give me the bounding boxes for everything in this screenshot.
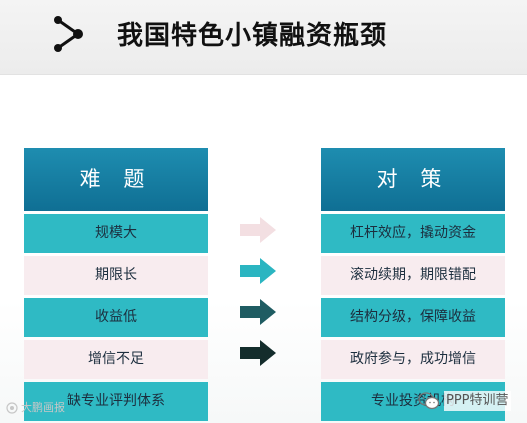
watermark-right: PPP特训营 bbox=[418, 391, 511, 411]
arrow-shape bbox=[240, 340, 276, 366]
difficulty-item: 增信不足 bbox=[24, 340, 208, 379]
solution-item: 结构分级，保障收益 bbox=[321, 298, 505, 337]
difficulty-item: 缺专业评判体系 bbox=[24, 382, 208, 421]
solutions-header: 对 策 bbox=[321, 148, 505, 211]
watermark-left: 大鹏画报 bbox=[6, 398, 65, 418]
arrow-shape bbox=[240, 258, 276, 284]
watermark-left-text: 大鹏画报 bbox=[21, 401, 65, 414]
solution-item: 政府参与，成功增信 bbox=[321, 340, 505, 379]
solution-item: 滚动续期，期限错配 bbox=[321, 256, 505, 295]
difficulty-item: 收益低 bbox=[24, 298, 208, 337]
solutions-column: 对 策 杠杆效应，撬动资金 滚动续期，期限错配 结构分级，保障收益 政府参与，成… bbox=[321, 148, 505, 421]
watermark-logo-icon bbox=[6, 402, 18, 414]
page-title: 我国特色小镇融资瓶颈 bbox=[117, 21, 388, 51]
arrow-right-icon bbox=[240, 217, 276, 243]
header-bar: 我国特色小镇融资瓶颈 bbox=[0, 0, 527, 75]
difficulties-column: 难 题 规模大 期限长 收益低 增信不足 缺专业评判体系 bbox=[24, 148, 208, 421]
difficulties-header: 难 题 bbox=[24, 148, 208, 211]
arrow-shape bbox=[240, 217, 276, 243]
solution-item: 杠杆效应，撬动资金 bbox=[321, 214, 505, 253]
arrow-shape bbox=[240, 299, 276, 325]
arrow-right-icon bbox=[240, 299, 276, 325]
watermark-right-text: PPP特训营 bbox=[444, 391, 511, 411]
difficulty-item: 规模大 bbox=[24, 214, 208, 253]
arrow-right-icon bbox=[240, 258, 276, 284]
wechat-icon bbox=[418, 392, 440, 410]
share-network-icon bbox=[54, 16, 83, 52]
difficulty-item: 期限长 bbox=[24, 256, 208, 295]
arrow-right-icon bbox=[240, 340, 276, 366]
